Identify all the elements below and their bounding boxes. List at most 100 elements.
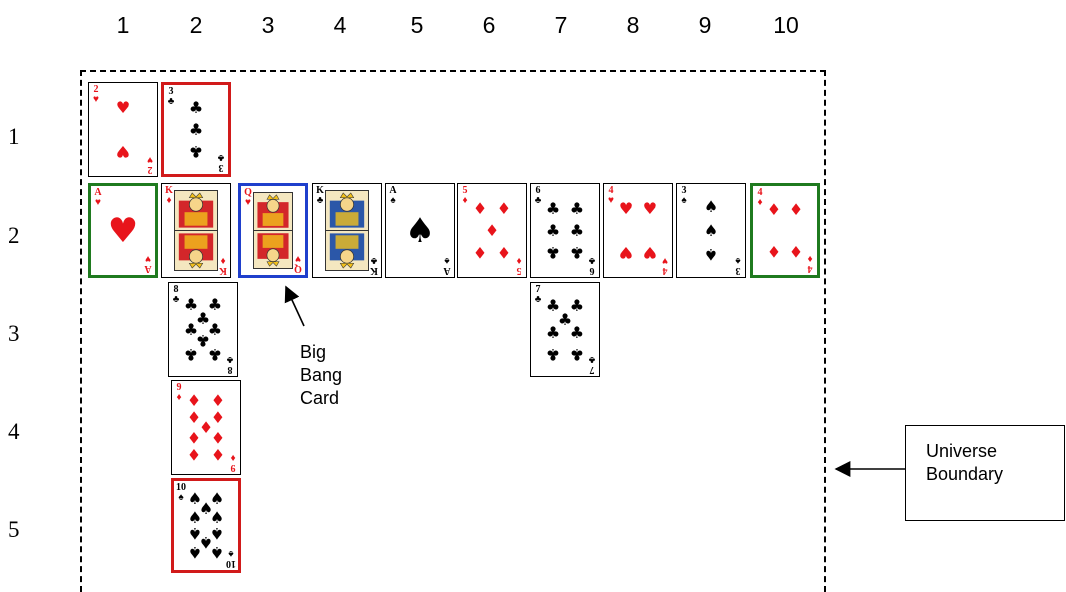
card-pip: ♦ [187,393,201,409]
column-number-4: 4 [334,12,347,39]
card-pip: ♦ [789,202,803,218]
column-number-6: 6 [483,12,496,39]
card-corner-index: K♣ [315,186,325,206]
card-2h: 2♥2♥♥♥ [88,82,158,177]
card-pip: ♦ [473,244,487,260]
card-pip: ♣ [189,122,203,138]
card-suit-symbol: ♦ [218,255,228,265]
card-pip: ♣ [546,244,560,260]
column-number-7: 7 [555,12,568,39]
universe-boundary-label-line-2: Boundary [926,463,1003,486]
card-pip: ♦ [473,201,487,217]
row-number-3: 3 [8,321,20,347]
card-pip: ♦ [485,223,499,239]
card-suit-symbol: ♥ [293,253,303,263]
card-pip: ♦ [789,243,803,259]
card-pip: ♥ [116,143,130,159]
card-as: A♠A♠♠ [385,183,455,278]
card-pip: ♣ [189,143,203,159]
card-suit-symbol: ♦ [164,196,174,206]
column-number-3: 3 [262,12,275,39]
card-pip: ♣ [546,201,560,217]
card-pip: ♣ [184,346,198,362]
card-rank: Q [293,263,303,273]
card-suit-symbol: ♣ [369,255,379,265]
card-corner-index: Q♥ [293,253,303,273]
big-bang-label-line-3: Card [300,387,342,410]
card-pip: ♠ [210,544,224,560]
card-pip: ♣ [208,346,222,362]
card-6c: 6♣6♣♣♣♣♣♣♣ [530,183,600,278]
card-pips: ♣♣♣♣♣♣♣♣ [177,291,229,368]
card-10s: 10♠10♠♠♠♠♠♠♠♠♠♠♠ [171,478,241,573]
big-bang-label-line-2: Bang [300,364,342,387]
column-number-9: 9 [699,12,712,39]
card-ah: A♥A♥♥ [88,183,158,278]
card-9d: 9♦9♦♦♦♦♦♦♦♦♦♦ [171,380,241,475]
card-3s: 3♠3♠♠♠♠ [676,183,746,278]
card-corner-index: K♦ [218,255,228,275]
card-corner-index: Q♥ [243,188,253,208]
column-number-5: 5 [411,12,424,39]
card-pip: ♦ [497,201,511,217]
card-kd: K♦K♦ [161,183,231,278]
card-pip: ♠ [405,214,435,248]
card-kc: K♣K♣ [312,183,382,278]
card-pips: ♦♦♦♦ [761,194,809,267]
card-pip: ♥ [108,214,138,248]
card-5d: 5♦5♦♦♦♦♦♦ [457,183,527,278]
card-pip: ♣ [570,201,584,217]
card-pip: ♣ [570,244,584,260]
face-card-portrait [325,190,369,271]
card-pip: ♦ [497,244,511,260]
card-rank: K [218,265,228,275]
big-bang-label: Big Bang Card [300,341,342,410]
card-pips: ♥♥♥♥ [612,192,664,269]
card-pip: ♦ [211,446,225,462]
row-number-2: 2 [8,223,20,249]
face-card-portrait [174,190,218,271]
card-pip: ♣ [570,325,584,341]
card-pip: ♣ [546,346,560,362]
card-pip: ♥ [619,201,633,217]
card-3c: 3♣3♣♣♣♣ [161,82,231,177]
card-pip: ♣ [570,346,584,362]
row-number-5: 5 [8,517,20,543]
card-pip: ♣ [546,325,560,341]
card-pips: ♠ [394,192,446,269]
card-pip: ♣ [570,223,584,239]
card-pip: ♥ [116,100,130,116]
column-number-1: 1 [117,12,130,39]
card-pip: ♥ [643,201,657,217]
face-card-portrait [253,192,293,269]
card-pip: ♣ [546,223,560,239]
column-number-2: 2 [190,12,203,39]
card-rank: K [369,265,379,275]
card-4d: 4♦4♦♦♦♦♦ [750,183,820,278]
card-pip: ♥ [619,244,633,260]
column-number-8: 8 [627,12,640,39]
card-pip: ♦ [211,429,225,445]
card-qh: Q♥Q♥ [238,183,308,278]
card-pip: ♦ [187,446,201,462]
card-pips: ♣♣♣♣♣♣♣ [539,291,591,368]
card-pip: ♦ [187,429,201,445]
card-pip: ♠ [704,223,718,239]
card-pips: ♥♥ [97,91,149,168]
card-pips: ♣ ♣ ♣ [172,93,220,166]
column-number-10: 10 [773,12,799,39]
card-pip: ♣ [189,100,203,116]
card-pips: ♥ [99,194,147,267]
row-number-4: 4 [8,419,20,445]
card-pip: ♦ [211,393,225,409]
card-suit-symbol: ♣ [315,196,325,206]
card-pips: ♣ ♣ ♣ ♣ ♣ ♣ [539,192,591,269]
card-suit-symbol: ♥ [243,198,253,208]
card-corner-index: K♣ [369,255,379,275]
card-pip: ♠ [704,246,718,262]
card-7c: 7♣7♣♣♣♣♣♣♣♣ [530,282,600,377]
universe-boundary-label-line-1: Universe [926,440,1003,463]
card-pips: ♠♠♠ [685,192,737,269]
card-pips: ♦♦♦♦♦♦♦♦♦ [180,389,232,466]
card-8c: 8♣8♣♣♣♣♣♣♣♣♣ [168,282,238,377]
